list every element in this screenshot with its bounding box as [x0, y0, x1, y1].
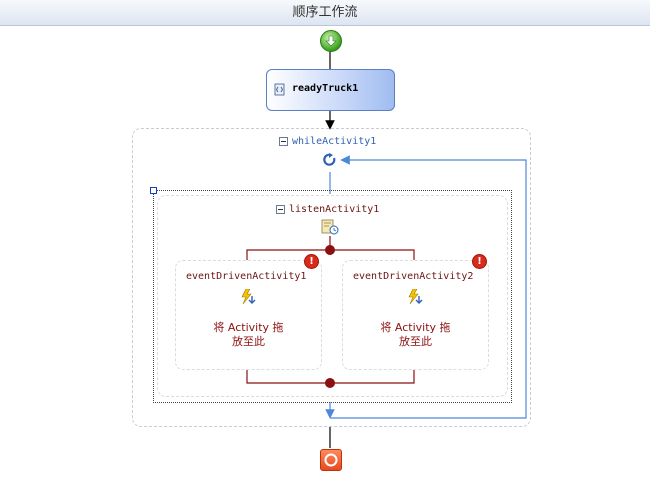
workflow-end-node[interactable]	[320, 449, 342, 471]
activity-label: readyTruck1	[292, 83, 359, 94]
branch-label: eventDrivenActivity2	[353, 271, 474, 282]
while-activity-label: whileActivity1	[292, 136, 377, 147]
drop-hint-line-1: 将 Activity 拖	[213, 321, 284, 334]
drop-hint: 将 Activity 拖 放至此	[176, 321, 321, 349]
while-activity-container[interactable]	[132, 128, 531, 427]
listen-activity-container[interactable]	[157, 195, 508, 397]
event-driven-activity-2[interactable]: eventDrivenActivity2 将 Activity 拖 放至此	[342, 260, 489, 370]
event-driven-activity-1[interactable]: eventDrivenActivity1 将 Activity 拖 放至此	[175, 260, 322, 370]
drop-hint-line-2: 放至此	[399, 335, 432, 348]
selection-handle[interactable]	[150, 187, 157, 194]
listen-activity-selection	[153, 190, 512, 403]
workflow-title: 顺序工作流	[292, 5, 358, 20]
event-driven-icon	[408, 289, 423, 305]
workflow-start-node[interactable]	[320, 30, 342, 52]
while-collapse-toggle[interactable]	[279, 136, 288, 146]
stop-icon	[324, 453, 338, 467]
error-icon[interactable]: !	[304, 254, 319, 269]
error-icon[interactable]: !	[472, 254, 487, 269]
code-activity-icon	[274, 83, 285, 96]
drop-hint: 将 Activity 拖 放至此	[343, 321, 488, 349]
branch-label: eventDrivenActivity1	[186, 271, 307, 282]
listen-collapse-toggle[interactable]	[276, 204, 285, 214]
workflow-title-bar: 顺序工作流	[0, 0, 650, 26]
while-activity-header: whileActivity1	[279, 136, 376, 147]
drop-hint-line-1: 将 Activity 拖	[380, 321, 451, 334]
listen-activity-header: listenActivity1	[276, 204, 379, 215]
start-arrow-icon	[325, 35, 337, 47]
event-driven-icon	[241, 289, 256, 305]
drop-hint-line-2: 放至此	[232, 335, 265, 348]
listen-icon	[321, 219, 339, 235]
loop-icon	[323, 153, 336, 166]
listen-activity-label: listenActivity1	[289, 204, 380, 215]
ready-truck-activity[interactable]: readyTruck1	[266, 69, 395, 111]
